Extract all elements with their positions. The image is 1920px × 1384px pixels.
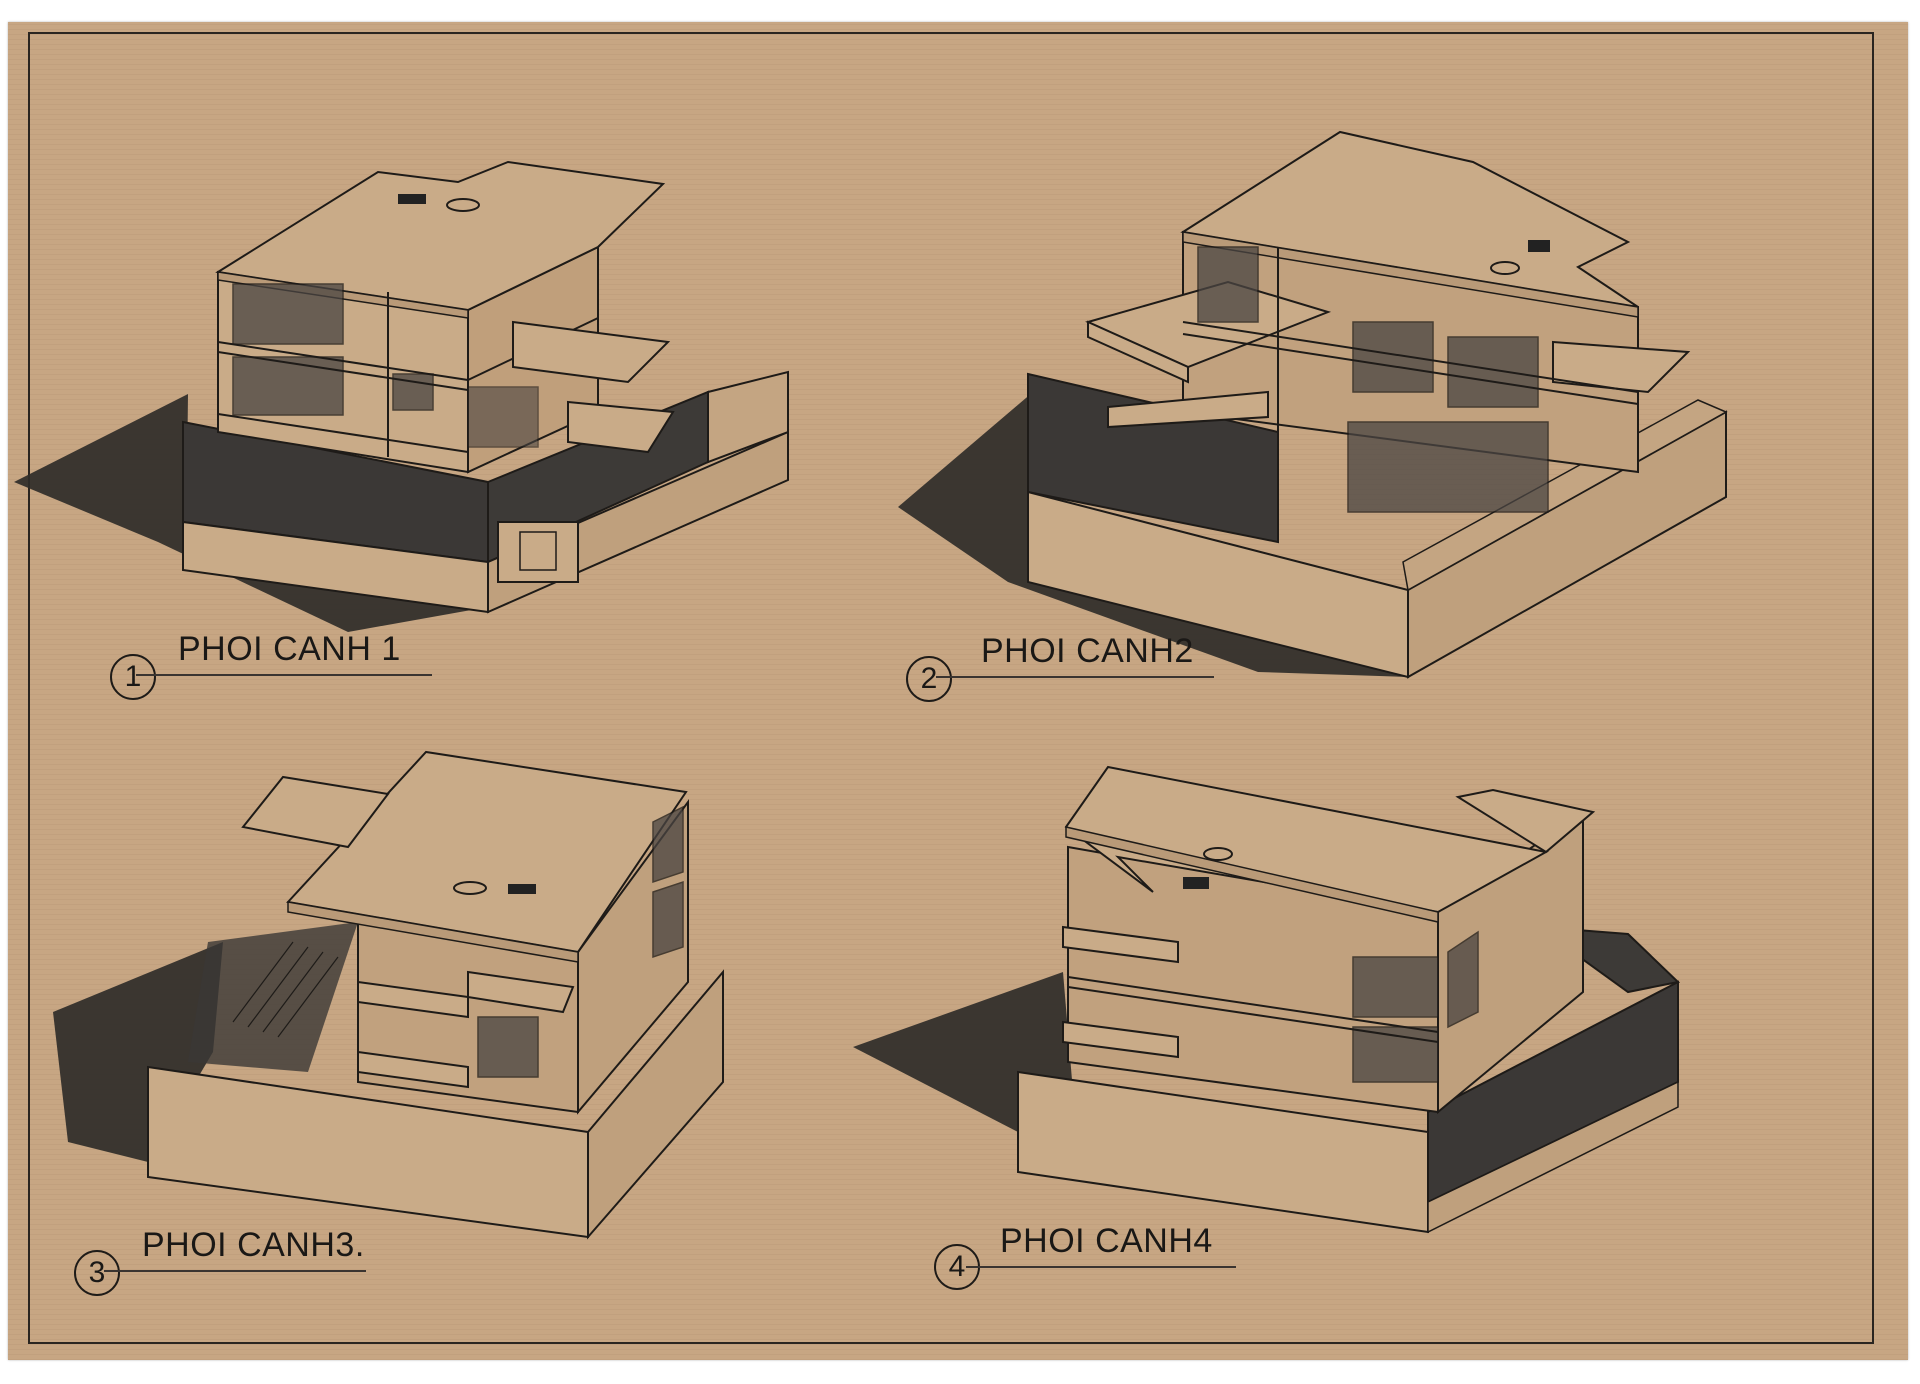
perspective-view-2 (898, 130, 1728, 679)
sheet-border-frame (28, 32, 1874, 1344)
perspective-view-4 (853, 765, 1681, 1234)
perspective-view-3 (53, 750, 724, 1240)
title-underline (104, 1270, 366, 1272)
view-number-badge: 1 (110, 654, 156, 700)
view4-shadow (853, 972, 1423, 1187)
view-number-badge: 2 (906, 656, 952, 702)
view2-shadow (898, 392, 1408, 677)
view-title: PHOI CANH 1 (178, 630, 401, 668)
view-title: PHOI CANH4 (1000, 1222, 1213, 1260)
drawing-sheet: 1 PHOI CANH 1 2 PHOI CANH2 3 PHOI CANH3.… (8, 22, 1908, 1360)
view-number-badge: 3 (74, 1250, 120, 1296)
title-underline (936, 676, 1214, 678)
title-underline (966, 1266, 1236, 1268)
view1-roof (215, 160, 666, 312)
view-title: PHOI CANH2 (981, 632, 1194, 670)
view1-shadow (14, 394, 488, 632)
view-title: PHOI CANH3. (142, 1226, 365, 1264)
title-underline (136, 674, 432, 676)
perspective-view-1 (14, 160, 789, 632)
